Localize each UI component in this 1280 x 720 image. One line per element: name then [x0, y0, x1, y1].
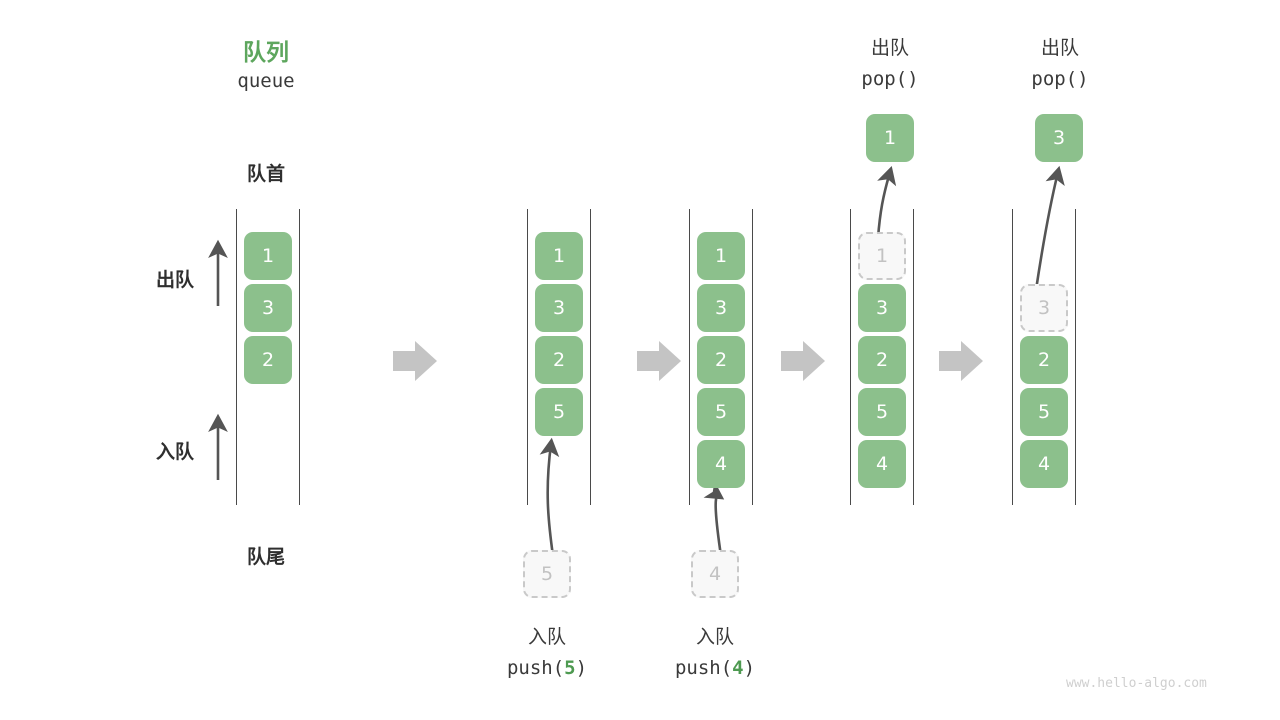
queue-node: 4: [858, 440, 906, 488]
step-arrow-3: [781, 341, 825, 381]
step-arrow-4: [939, 341, 983, 381]
queue-node: 3: [858, 284, 906, 332]
code-suffix: ): [907, 68, 919, 90]
queue-node: 3: [535, 284, 583, 332]
watermark: www.hello-algo.com: [1066, 676, 1207, 691]
queue-stage-pop-3: 3 2 5 4: [1012, 209, 1076, 505]
rail-right: [590, 209, 591, 505]
code-suffix: ): [575, 657, 588, 679]
code-value: 5: [564, 657, 576, 679]
pop-3-result-node: 3: [1035, 114, 1083, 162]
front-label: 队首: [246, 163, 285, 185]
rail-right: [913, 209, 914, 505]
pop-1-op-label: 出队: [870, 37, 909, 59]
rail-right: [752, 209, 753, 505]
queue-node: 5: [697, 388, 745, 436]
push-side-label: 入队: [155, 441, 194, 463]
queue-node: 5: [535, 388, 583, 436]
push-5-op-code: push(5): [487, 657, 607, 679]
rear-label: 队尾: [246, 546, 285, 568]
queue-node: 5: [858, 388, 906, 436]
queue-stage-push-4: 1 3 2 5 4: [689, 209, 753, 505]
rail-left: [1012, 209, 1013, 505]
code-prefix: pop(: [1031, 68, 1078, 90]
queue-node: 2: [244, 336, 292, 384]
queue-node: 1: [697, 232, 745, 280]
rail-left: [689, 209, 690, 505]
step-arrow-2: [637, 341, 681, 381]
push-4-op-label: 入队: [695, 626, 734, 648]
code-prefix: push(: [674, 657, 733, 679]
queue-stage-pop-1: 1 3 2 5 4: [850, 209, 914, 505]
code-prefix: push(: [506, 657, 565, 679]
pop-3-op-label: 出队: [1040, 37, 1079, 59]
rail-left: [850, 209, 851, 505]
code-suffix: ): [743, 657, 756, 679]
pop-1-ghost-node: 1: [858, 232, 906, 280]
pop-side-label: 出队: [155, 269, 194, 291]
queue-node: 3: [244, 284, 292, 332]
diagram-title-cn: 队列: [243, 40, 289, 66]
queue-node: 3: [697, 284, 745, 332]
push-4-ghost-node: 4: [691, 550, 739, 598]
queue-node: 5: [1020, 388, 1068, 436]
pop-3-op-code: pop(): [1000, 68, 1120, 90]
pop-1-op-code: pop(): [830, 68, 950, 90]
push-5-ghost-node: 5: [523, 550, 571, 598]
queue-node: 2: [858, 336, 906, 384]
pop-3-ghost-node: 3: [1020, 284, 1068, 332]
diagram-title-en: queue: [237, 70, 295, 92]
code-prefix: pop(: [861, 68, 908, 90]
push-5-op-label: 入队: [527, 626, 566, 648]
code-value: 4: [732, 657, 744, 679]
queue-node: 2: [1020, 336, 1068, 384]
queue-stage-push-5: 1 3 2 5: [527, 209, 591, 505]
step-arrow-1: [393, 341, 437, 381]
queue-node: 2: [697, 336, 745, 384]
rail-left: [527, 209, 528, 505]
queue-stage-initial: 1 3 2: [236, 209, 300, 505]
pop-1-result-node: 1: [866, 114, 914, 162]
queue-node: 1: [244, 232, 292, 280]
rail-right: [299, 209, 300, 505]
queue-node: 4: [697, 440, 745, 488]
rail-left: [236, 209, 237, 505]
push-4-op-code: push(4): [655, 657, 775, 679]
queue-node: 4: [1020, 440, 1068, 488]
code-suffix: ): [1077, 68, 1089, 90]
rail-right: [1075, 209, 1076, 505]
queue-node: 1: [535, 232, 583, 280]
queue-node: 2: [535, 336, 583, 384]
